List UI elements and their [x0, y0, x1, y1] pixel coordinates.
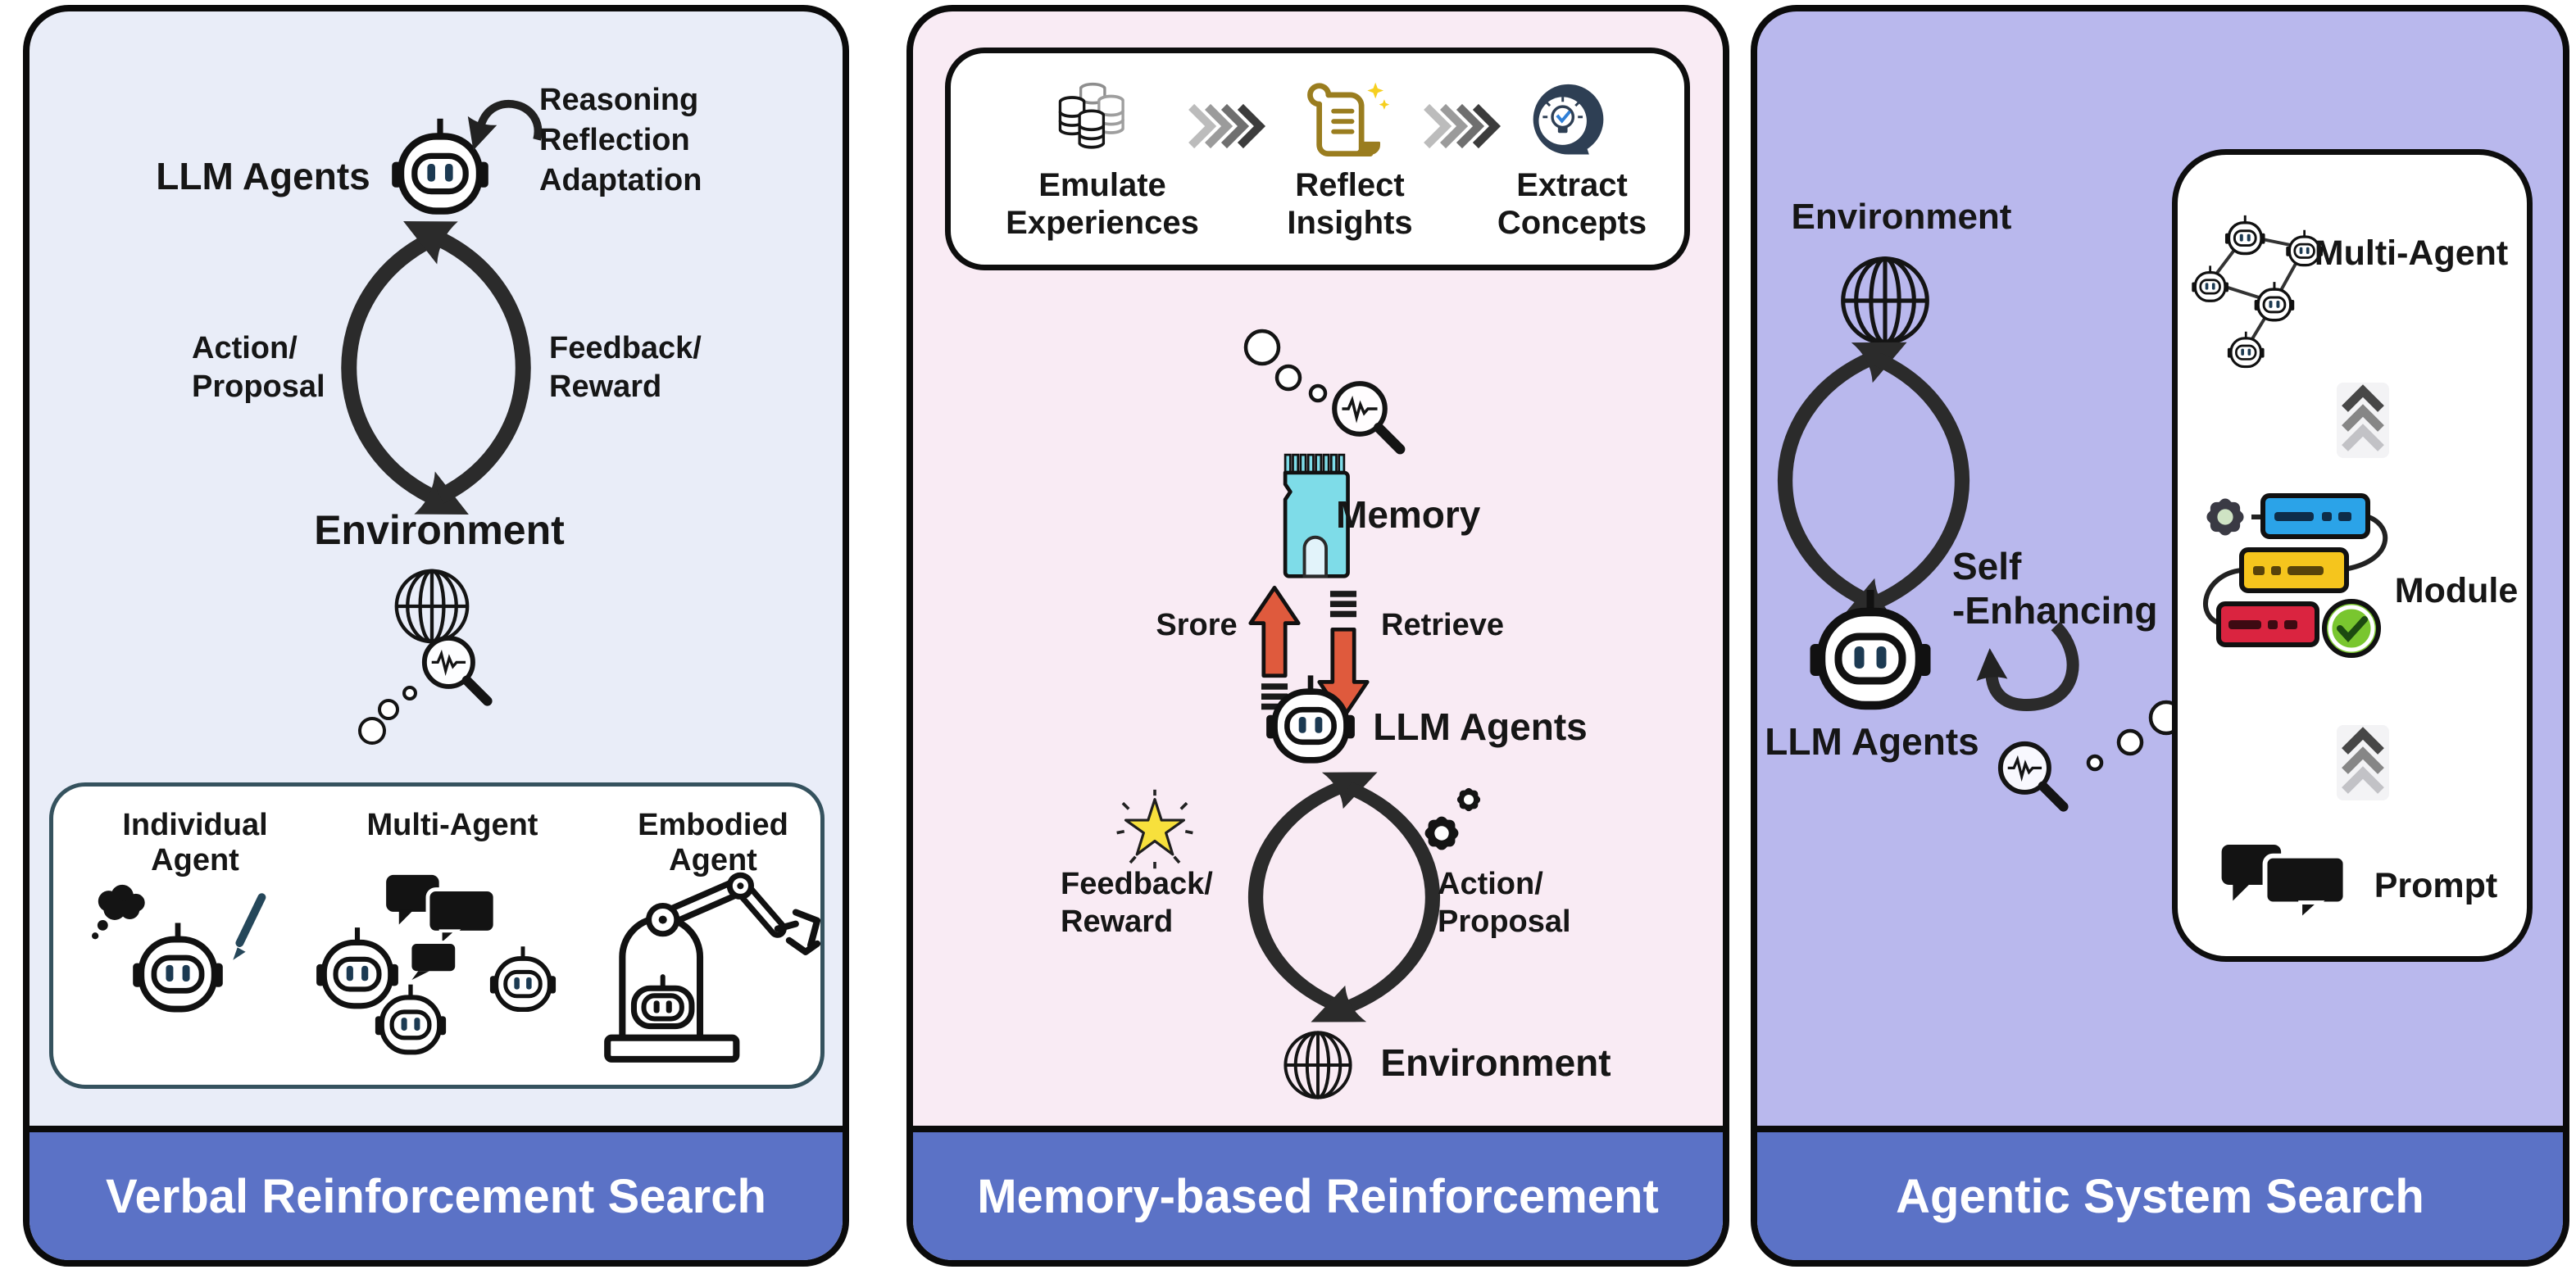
panel-title: Agentic System Search	[1896, 1169, 2424, 1223]
panel-memory-reinforcement: Emulate Experiences Reflect Insights Ext…	[906, 5, 1729, 1267]
pipeline-box: Emulate Experiences Reflect Insights Ext…	[945, 48, 1690, 270]
thought-dots-icon	[358, 686, 417, 745]
module-block-blue	[2260, 493, 2370, 539]
panel-title-banner: Memory-based Reinforcement	[913, 1126, 1723, 1260]
panel-verbal-reinforcement: LLM Agents Reasoning Reflection Adaptati…	[23, 5, 849, 1267]
store-label: Srore	[1156, 608, 1238, 642]
robot-icon	[1809, 585, 1932, 720]
magnifier-waveform-icon	[1993, 737, 2072, 815]
agent-graph-icon	[2191, 214, 2324, 369]
robot-icon	[489, 944, 557, 1018]
module-label: Module	[2394, 571, 2519, 610]
module-gear-icon	[2204, 496, 2247, 538]
chevrons-right-icon	[1187, 102, 1269, 150]
llm-agents-label: LLM Agents	[156, 155, 370, 197]
chat-bubbles-icon	[386, 874, 497, 980]
thought-dots-icon	[2086, 700, 2184, 772]
action-proposal-label: Action/ Proposal	[1438, 867, 1571, 939]
individual-agent-label: Individual Agent	[122, 808, 268, 877]
feedback-reward-label: Feedback/ Reward	[1061, 867, 1213, 939]
prompt-label: Prompt	[2374, 866, 2498, 905]
panel-title: Memory-based Reinforcement	[977, 1169, 1659, 1223]
pipeline-step-label: Reflect Insights	[1287, 167, 1413, 241]
environment-label: Environment	[1380, 1041, 1611, 1084]
environment-label: Environment	[1791, 197, 2012, 237]
self-enhancing-label: Self -Enhancing	[1952, 545, 2158, 632]
cycle-arrows-icon	[1247, 772, 1441, 1022]
prompt-bubbles-icon	[2221, 844, 2348, 925]
globe-icon	[1838, 254, 1932, 347]
multi-agent-label: Multi-Agent	[2314, 233, 2509, 273]
memory-label: Memory	[1336, 493, 1481, 536]
environment-label: Environment	[314, 507, 565, 553]
chevrons-up-icon	[2337, 725, 2389, 800]
llm-agents-label: LLM Agents	[1765, 720, 1979, 763]
thought-cloud-icon	[92, 884, 145, 940]
head-bulb-icon	[1533, 84, 1604, 155]
search-space-box: Multi-Agent	[2172, 149, 2533, 962]
chevrons-right-icon	[1422, 102, 1504, 150]
module-block-red	[2216, 601, 2319, 647]
magnifier-waveform-icon	[417, 631, 496, 710]
llm-agents-label: LLM Agents	[1373, 705, 1588, 748]
feedback-reward-label: Feedback/ Reward	[549, 331, 702, 404]
scroll-icon	[1307, 82, 1390, 156]
panel-agentic-search: Environment LLM Agents Self -Enhancing	[1751, 5, 2569, 1267]
cycle-arrows-icon	[341, 220, 531, 515]
gears-icon	[1422, 786, 1483, 853]
thought-dots-icon	[1243, 329, 1328, 403]
pipeline-step-label: Extract Concepts	[1497, 167, 1647, 241]
module-block-yellow	[2239, 547, 2349, 593]
robot-arm-icon	[604, 872, 821, 1063]
embodied-agent-label: Embodied Agent	[638, 808, 788, 877]
memory-chip-icon	[1283, 453, 1350, 578]
self-enhancing-arrow-icon	[1976, 621, 2079, 711]
check-icon	[2322, 599, 2381, 658]
agent-types-box: Individual Agent Multi-Agent Embodied Ag…	[49, 782, 825, 1089]
store-arrow-icon	[1248, 585, 1301, 710]
robot-icon	[132, 919, 224, 1020]
globe-icon	[1282, 1029, 1354, 1101]
action-proposal-label: Action/ Proposal	[192, 331, 325, 404]
loop-caption: Reasoning Reflection Adaptation	[539, 83, 702, 197]
robot-icon	[1265, 672, 1356, 771]
magnifier-waveform-icon	[1327, 376, 1409, 458]
pencil-icon	[233, 893, 266, 960]
panel-title-banner: Agentic System Search	[1757, 1126, 2563, 1260]
multi-agent-label: Multi-Agent	[366, 808, 538, 842]
module-chain-icon	[2203, 493, 2388, 658]
panel-title-banner: Verbal Reinforcement Search	[30, 1126, 843, 1260]
robot-icon	[375, 982, 447, 1061]
self-loop-arrow-icon	[467, 99, 543, 151]
retrieve-label: Retrieve	[1381, 608, 1504, 642]
panel-title: Verbal Reinforcement Search	[106, 1169, 766, 1223]
pipeline-step-label: Emulate Experiences	[1006, 167, 1199, 241]
star-icon	[1116, 789, 1193, 869]
chevrons-up-icon	[2337, 383, 2389, 458]
database-icon	[1058, 82, 1124, 149]
sparkle-icon	[1367, 82, 1390, 110]
cycle-arrows-icon	[1777, 342, 1970, 619]
